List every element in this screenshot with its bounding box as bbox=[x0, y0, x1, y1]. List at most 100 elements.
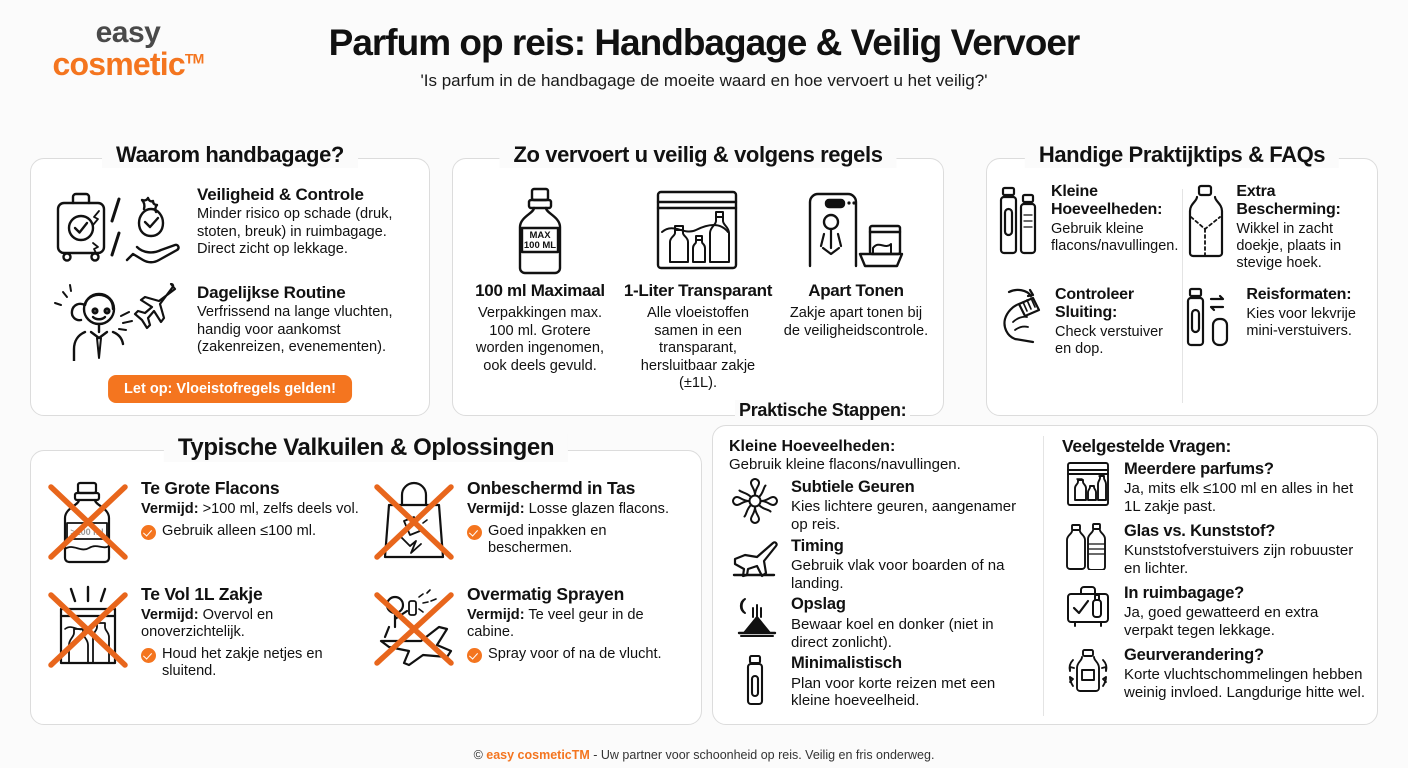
faq-checked-luggage-question: In ruimbagage? bbox=[1124, 583, 1245, 602]
card-pitfalls: Typische Valkuilen & Oplossingen >100 ml bbox=[30, 434, 702, 725]
rule-1liter-heading: 1-Liter Transparant bbox=[623, 281, 773, 300]
pitfall-overfull-bag-heading: Te Vol 1L Zakje bbox=[141, 584, 263, 604]
faq-column: Veelgestelde Vragen: bbox=[1043, 436, 1377, 716]
footer-text: - Uw partner voor schoonheid op reis. Ve… bbox=[589, 748, 935, 762]
card-steps-and-faq: Praktische Stappen: Kleine Hoeveelheden:… bbox=[712, 400, 1378, 725]
tip-small-quantities: Kleine Hoeveelheden: Gebruik kleine flac… bbox=[999, 183, 1178, 272]
step-minimalistic-body: Plan voor korte reizen met een kleine ho… bbox=[791, 674, 996, 710]
faq-checked-luggage-answer: Ja, goed gewatteerd en extra verpakt teg… bbox=[1124, 604, 1319, 639]
pitfall-overfull-bag-avoid: Vermijd: Overvol en onoverzichtelijk. bbox=[141, 606, 274, 640]
pitfall-overfull-bag: Te Vol 1L Zakje Vermijd: Overvol en onov… bbox=[45, 584, 361, 680]
wrapped-bottle-icon bbox=[1186, 183, 1226, 259]
tip-extra-protection-body: Wikkel in zacht doekje, plaats in stevig… bbox=[1236, 220, 1342, 272]
bottle-temperature-arrows-icon bbox=[1062, 646, 1114, 694]
tip-small-quantities-body: Gebruik kleine flacons/navullingen. bbox=[1051, 220, 1179, 254]
footer-brand: easy cosmeticTM bbox=[486, 748, 590, 762]
pitfall-excessive-spraying: Overmatig Sprayen Vermijd: Te veel geur … bbox=[371, 584, 687, 680]
step-subtle-scents-body: Kies lichtere geuren, aangenamer op reis… bbox=[791, 498, 1017, 533]
why-item-safety: Veiligheid & Controle Minder risico op s… bbox=[47, 185, 411, 271]
airplane-takeoff-icon bbox=[729, 537, 781, 579]
brand-logo: easy cosmeticTM bbox=[28, 18, 228, 82]
logo-line-cosmetic: cosmeticTM bbox=[52, 46, 205, 82]
rules-columns: MAX 100 ML 100 ml Maximaal Verpakkingen … bbox=[463, 185, 933, 393]
card-tips-title: Handige Praktijktips & FAQs bbox=[1024, 142, 1340, 168]
faq-section-title: Veelgestelde Vragen: bbox=[1062, 436, 1232, 456]
step-timing-heading: Timing bbox=[791, 536, 844, 555]
card-practical-tips: Handige Praktijktips & FAQs Kleine Hoeve… bbox=[986, 142, 1378, 416]
transparent-ziplock-bag-icon bbox=[621, 185, 775, 277]
tip-check-closure-body: Check verstuiver en dop. bbox=[1055, 323, 1163, 358]
step-timing-body: Gebruik vlak voor boarden of na landing. bbox=[791, 557, 1005, 592]
check-circle-icon bbox=[141, 524, 156, 540]
pitfall-unprotected-bag-avoid: Vermijd: Losse glazen flacons. bbox=[467, 500, 670, 517]
status-badge-liquid-rules: Let op: Vloeistofregels gelden! bbox=[108, 375, 352, 403]
page-footer: © easy cosmeticTM - Uw partner voor scho… bbox=[0, 748, 1408, 762]
tip-travel-sizes-body: Kies voor lekvrije mini-verstuivers. bbox=[1246, 306, 1356, 340]
page-subtitle: 'Is parfum in de handbagage de moeite wa… bbox=[420, 71, 988, 90]
checked-suitcase-icon bbox=[1062, 584, 1114, 630]
rule-column-separate: Apart Tonen Zakje apart tonen bij de vei… bbox=[779, 185, 933, 393]
why-item-safety-body: Minder risico op schade (druk, stoten, b… bbox=[197, 206, 393, 258]
step-storage: Opslag Bewaar koel en donker (niet in di… bbox=[729, 595, 1031, 651]
check-circle-icon bbox=[141, 648, 156, 664]
overfull-ziplock-crossed-icon bbox=[45, 585, 131, 671]
flower-icon bbox=[729, 477, 781, 524]
bottle-max-100ml-icon: MAX 100 ML bbox=[463, 185, 617, 277]
ziplock-with-bottles-icon bbox=[1062, 460, 1114, 508]
steps-list: Subtiele Geuren Kies lichtere geuren, aa… bbox=[729, 477, 1031, 710]
pitfall-excessive-spraying-fix: Spray voor of na de vlucht. bbox=[467, 646, 687, 664]
steps-lead-heading: Kleine Hoeveelheden: bbox=[729, 438, 896, 455]
faq-list: Meerdere parfums? Ja, mits elk ≤100 ml e… bbox=[1062, 460, 1365, 701]
rule-separate-heading: Apart Tonen bbox=[808, 281, 904, 300]
faq-glass-vs-plastic-question: Glas vs. Kunststof? bbox=[1124, 521, 1276, 540]
mini-spray-icon bbox=[729, 654, 781, 706]
steps-section-title: Praktische Stappen: bbox=[735, 400, 911, 421]
tip-extra-protection: Extra Bescherming: Wikkel in zacht doekj… bbox=[1186, 183, 1365, 272]
glass-vs-plastic-bottles-icon bbox=[1062, 522, 1114, 570]
faq-checked-luggage: In ruimbagage? Ja, goed gewatteerd en ex… bbox=[1062, 584, 1365, 640]
suitcase-vs-hand-bag-icon bbox=[47, 185, 187, 271]
pitfall-large-bottles-heading: Te Grote Flacons bbox=[141, 478, 280, 498]
rule-100ml-heading: 100 ml Maximaal bbox=[475, 281, 605, 300]
pitfall-excessive-spraying-avoid: Vermijd: Te veel geur in de cabine. bbox=[467, 606, 644, 640]
check-circle-icon bbox=[467, 524, 482, 540]
pitfall-unprotected-bag-heading: Onbeschermd in Tas bbox=[467, 478, 636, 498]
moon-storage-icon bbox=[729, 595, 781, 639]
svg-text:100 ML: 100 ML bbox=[524, 240, 556, 251]
card-transport-rules: Zo vervoert u veilig & volgens regels MA… bbox=[452, 142, 944, 416]
step-minimalistic: Minimalistisch Plan voor korte reizen me… bbox=[729, 654, 1031, 710]
faq-multiple-perfumes-answer: Ja, mits elk ≤100 ml en alles in het 1L … bbox=[1124, 480, 1354, 516]
card-pitfalls-title: Typische Valkuilen & Oplossingen bbox=[163, 434, 569, 462]
tips-grid: Kleine Hoeveelheden: Gebruik kleine flac… bbox=[999, 183, 1365, 358]
faq-glass-vs-plastic-answer: Kunststofverstuivers zijn robuuster en l… bbox=[1124, 542, 1354, 577]
why-item-routine: Dagelijkse Routine Verfrissend na lange … bbox=[47, 283, 411, 361]
faq-glass-vs-plastic: Glas vs. Kunststof? Kunststofverstuivers… bbox=[1062, 522, 1365, 578]
pitfall-unprotected-bag-fix: Goed inpakken en beschermen. bbox=[467, 523, 687, 557]
steps-faq-wrapper: Kleine Hoeveelheden: Gebruik kleine flac… bbox=[713, 436, 1377, 716]
rule-column-100ml: MAX 100 ML 100 ml Maximaal Verpakkingen … bbox=[463, 185, 617, 393]
tip-travel-sizes: Reisformaten: Kies voor lekvrije mini-ve… bbox=[1186, 286, 1365, 358]
step-timing: Timing Gebruik vlak voor boarden of na l… bbox=[729, 537, 1031, 593]
pitfall-unprotected-bag: Onbeschermd in Tas Vermijd: Losse glazen… bbox=[371, 478, 687, 565]
tip-travel-sizes-heading: Reisformaten: bbox=[1246, 286, 1352, 304]
pitfalls-grid: >100 ml Te Grote Flacons Vermijd: >100 m… bbox=[45, 478, 687, 680]
faq-scent-change: Geurverandering? Korte vluchtschommeling… bbox=[1062, 646, 1365, 702]
check-circle-icon bbox=[467, 648, 482, 664]
travel-size-swap-icon bbox=[1186, 286, 1236, 348]
faq-scent-change-question: Geurverandering? bbox=[1124, 645, 1264, 664]
steps-column: Kleine Hoeveelheden: Gebruik kleine flac… bbox=[713, 436, 1043, 716]
why-item-safety-heading: Veiligheid & Controle bbox=[197, 185, 364, 204]
rule-column-1liter: 1-Liter Transparant Alle vloeistoffen sa… bbox=[621, 185, 775, 393]
pitfall-overfull-bag-fix: Houd het zakje netjes en sluitend. bbox=[141, 646, 361, 680]
logo-tm: TM bbox=[184, 50, 204, 67]
why-item-safety-text: Veiligheid & Controle Minder risico op s… bbox=[197, 185, 411, 259]
large-bottle-crossed-icon: >100 ml bbox=[45, 479, 131, 565]
why-item-routine-heading: Dagelijkse Routine bbox=[197, 283, 346, 302]
why-item-routine-text: Dagelijkse Routine Verfrissend na lange … bbox=[197, 283, 411, 357]
hand-checking-cap-icon bbox=[999, 286, 1045, 344]
faq-multiple-perfumes-question: Meerdere parfums? bbox=[1124, 460, 1274, 478]
faq-multiple-perfumes: Meerdere parfums? Ja, mits elk ≤100 ml e… bbox=[1062, 460, 1365, 516]
svg-text:MAX: MAX bbox=[529, 230, 551, 241]
step-subtle-scents-heading: Subtiele Geuren bbox=[791, 477, 915, 496]
